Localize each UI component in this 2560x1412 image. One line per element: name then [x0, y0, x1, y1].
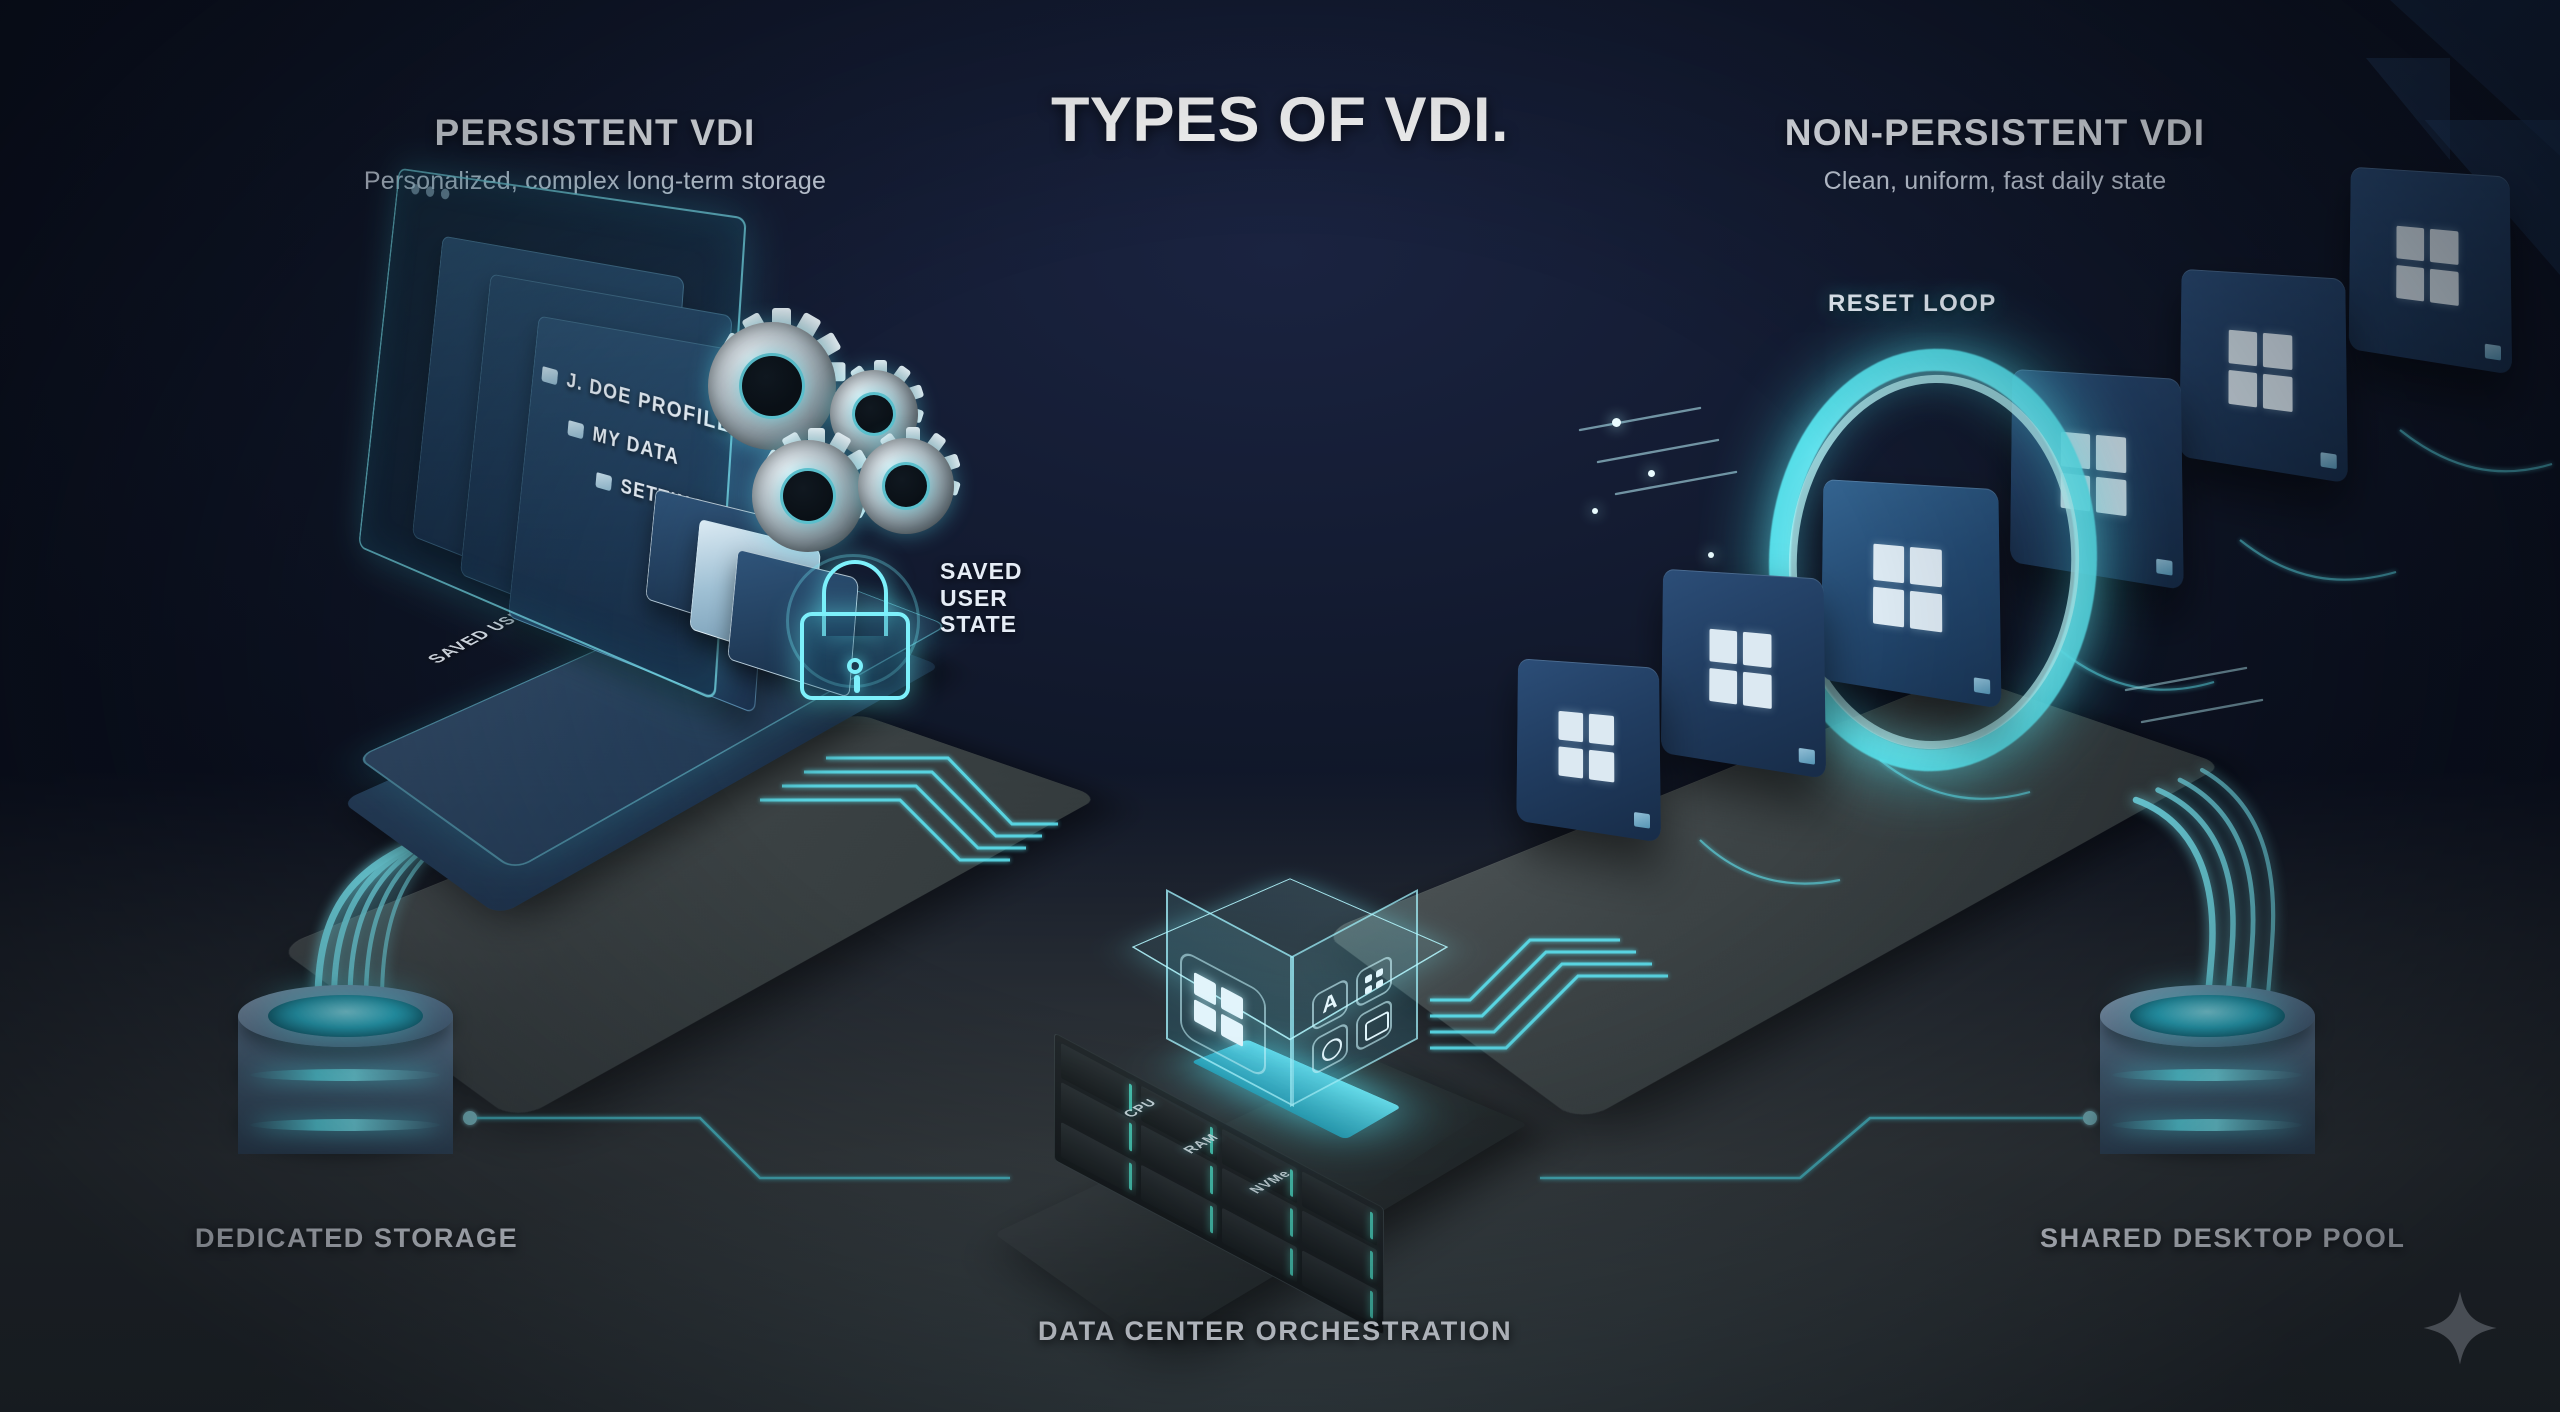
- windows-logo-icon: [2228, 329, 2293, 413]
- folder-icon: [541, 366, 559, 386]
- windows-logo-icon: [1872, 543, 1943, 633]
- desktop-tile: [1820, 479, 2002, 709]
- spark-particle: [1708, 552, 1714, 558]
- tile-chip-icon: [2156, 558, 2173, 576]
- dedicated-storage-database: [238, 985, 453, 1185]
- persistent-vdi-heading: PERSISTENT VDI: [434, 112, 756, 153]
- windows-logo-icon: [1709, 628, 1772, 709]
- non-persistent-vdi-heading: NON-PERSISTENT VDI: [1784, 112, 2206, 153]
- desktop-tile: [1660, 568, 1827, 780]
- desktop-tile: [1516, 658, 1661, 843]
- window-control-dots: [410, 183, 450, 200]
- desktop-tile: [2179, 268, 2348, 484]
- spark-particle: [1648, 470, 1655, 477]
- tile-chip-icon: [1798, 747, 1815, 765]
- tile-chip-icon: [2484, 343, 2502, 361]
- non-persistent-vdi-subheading: Clean, uniform, fast daily state: [1823, 167, 2167, 195]
- orchestration-cube: [1131, 835, 1449, 1140]
- shared-desktop-pool-label: SHARED DESKTOP POOL: [2040, 1223, 2406, 1253]
- spark-particle: [1612, 418, 1621, 427]
- gear-icon: [858, 427, 961, 534]
- gear-icon: [752, 427, 873, 552]
- gear-cluster: [690, 300, 990, 580]
- reset-loop-label: RESET LOOP: [1828, 290, 1997, 317]
- persistent-vdi-subheading: Personalized, complex long-term storage: [363, 167, 827, 195]
- page-title: TYPES OF VDI.: [1050, 85, 1510, 155]
- laptop-screen: [358, 167, 747, 702]
- left-column-header: PERSISTENT VDI Personalized, complex lon…: [175, 112, 1015, 196]
- folder-icon: [567, 420, 585, 440]
- tile-chip-icon: [1633, 811, 1651, 829]
- tile-chip-icon: [2320, 452, 2337, 470]
- spark-particle: [1592, 508, 1598, 514]
- windows-logo-icon: [1558, 710, 1615, 783]
- data-center-orchestration-label: DATA CENTER ORCHESTRATION: [1038, 1316, 1513, 1346]
- dedicated-storage-label: DEDICATED STORAGE: [195, 1223, 519, 1253]
- desktop-tile: [2348, 166, 2513, 375]
- tile-chip-icon: [1973, 677, 1991, 695]
- shared-pool-database: [2100, 985, 2315, 1185]
- windows-logo-icon: [2396, 225, 2459, 306]
- sparkle-icon: [2423, 1291, 2497, 1365]
- saved-user-state-callout: SAVED USER STATE: [940, 558, 1023, 638]
- right-column-header: NON-PERSISTENT VDI Clean, uniform, fast …: [1575, 112, 2415, 196]
- folder-icon: [595, 472, 613, 492]
- padlock-icon: [786, 554, 920, 700]
